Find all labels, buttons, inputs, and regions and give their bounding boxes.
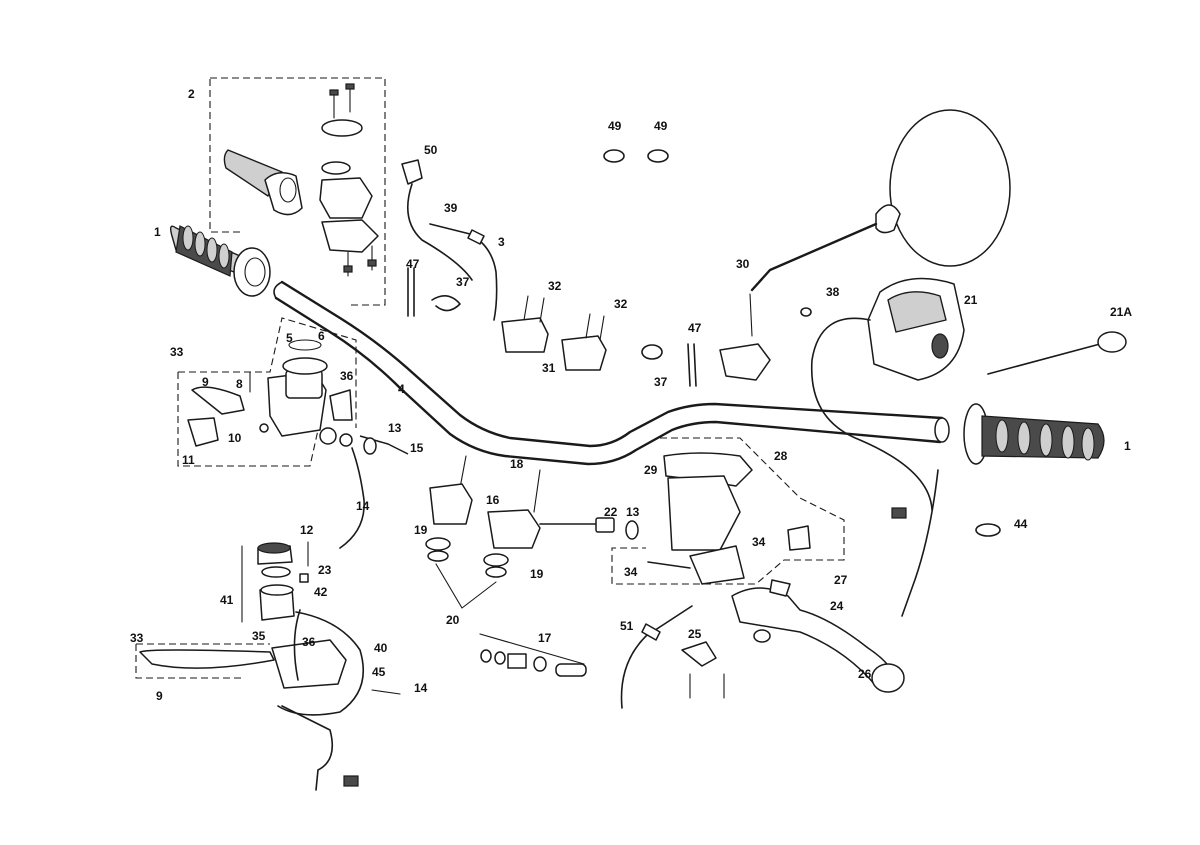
callout-label: 10	[228, 431, 242, 445]
right-switch-housing	[810, 277, 1127, 617]
callout-label: 14	[414, 681, 428, 695]
reservoir-group	[241, 541, 309, 623]
cable-adjuster	[539, 517, 639, 540]
callout-label: 32	[548, 279, 562, 293]
right-brake-assembly	[611, 437, 845, 585]
callout-label: 21A	[1110, 305, 1132, 319]
clips	[603, 149, 1001, 537]
clamps-upper	[501, 295, 607, 371]
callout-label: 49	[654, 119, 668, 133]
callout-label: 36	[302, 635, 316, 649]
pin-set	[479, 633, 587, 677]
callout-label: 9	[156, 689, 163, 703]
callout-label: 36	[340, 369, 354, 383]
callout-label: 39	[444, 201, 458, 215]
callout-label: 15	[410, 441, 424, 455]
brake-hose-left	[339, 435, 409, 549]
handlebar-tube	[273, 280, 950, 466]
callout-label: 17	[538, 631, 552, 645]
callout-label: 33	[130, 631, 144, 645]
callout-label: 14	[356, 499, 370, 513]
callout-label: 24	[830, 599, 844, 613]
callout-labels: 2 1 33 5 6 36 9 8 10 11 4 13 15 14 12 23…	[130, 87, 1132, 703]
callout-label: 29	[644, 463, 658, 477]
callout-label: 50	[424, 143, 438, 157]
left-grip	[169, 225, 271, 297]
callout-label: 3	[498, 235, 505, 249]
callout-label: 42	[314, 585, 328, 599]
callout-label: 4	[398, 382, 405, 396]
callout-label: 12	[300, 523, 314, 537]
front-brake-lever	[731, 579, 905, 693]
callout-label: 5	[286, 331, 293, 345]
throttle-assembly-group	[209, 77, 386, 306]
callout-label: 37	[654, 375, 668, 389]
callout-label: 28	[774, 449, 788, 463]
right-grip	[963, 403, 1105, 465]
callout-label: 26	[858, 667, 872, 681]
callout-label: 6	[318, 329, 325, 343]
callout-label: 34	[752, 535, 766, 549]
callout-label: 34	[624, 565, 638, 579]
callout-label: 40	[374, 641, 388, 655]
callout-label: 13	[626, 505, 640, 519]
callout-label: 23	[318, 563, 332, 577]
callout-label: 51	[620, 619, 634, 633]
callout-label: 47	[406, 257, 420, 271]
callout-label: 37	[456, 275, 470, 289]
callout-label: 9	[202, 375, 209, 389]
switch-cable	[620, 605, 725, 709]
callout-label: 25	[688, 627, 702, 641]
callout-label: 2	[188, 87, 195, 101]
callout-label: 19	[414, 523, 428, 537]
callout-label: 41	[220, 593, 234, 607]
callout-label: 30	[736, 257, 750, 271]
mirror	[719, 109, 1011, 381]
callout-label: 1	[154, 225, 161, 239]
clutch-lever-lower	[135, 609, 401, 791]
callout-label: 13	[388, 421, 402, 435]
callout-label: 33	[170, 345, 184, 359]
callout-label: 18	[510, 457, 524, 471]
center-clamps	[425, 455, 541, 609]
callout-label: 11	[182, 453, 195, 467]
callout-label: 1	[1124, 439, 1131, 453]
callout-label: 47	[688, 321, 702, 335]
callout-label: 20	[446, 613, 460, 627]
callout-label: 49	[608, 119, 622, 133]
cables-center	[401, 159, 498, 321]
callout-label: 16	[486, 493, 500, 507]
callout-label: 38	[826, 285, 840, 299]
callout-label: 8	[236, 377, 243, 391]
callout-label: 19	[530, 567, 544, 581]
callout-label: 32	[614, 297, 628, 311]
callout-label: 27	[834, 573, 848, 587]
callout-label: 21	[964, 293, 978, 307]
callout-label: 22	[604, 505, 618, 519]
callout-label: 31	[542, 361, 556, 375]
callout-label: 35	[252, 629, 266, 643]
callout-label: 45	[372, 665, 386, 679]
left-master-cylinder-group	[177, 317, 357, 467]
callout-label: 44	[1014, 517, 1028, 531]
